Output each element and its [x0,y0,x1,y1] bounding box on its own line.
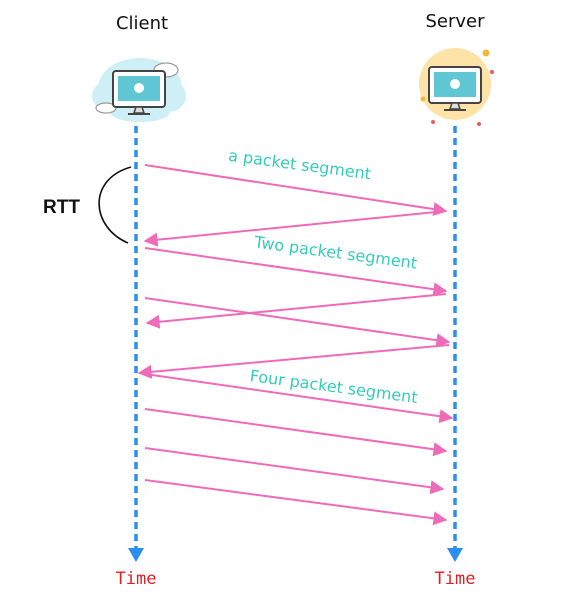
segment-4a-arrow [144,373,454,424]
server-time-label: Time [435,569,476,589]
client-computer-icon [92,58,186,122]
client-timeline-arrowhead [128,548,144,562]
monitor-icon [428,66,482,111]
segment-4c-arrow [144,447,445,495]
packet-arrows [137,164,454,526]
server-label: Server [425,11,485,32]
segment-2b-arrow [144,297,451,348]
monitor-icon [112,70,166,115]
client-label: Client [116,13,168,34]
ack-2b-arrow [137,344,450,379]
server-timeline-arrowhead [447,548,463,562]
segment-1-arrow [144,164,448,217]
segment-4d-arrow [144,479,448,526]
client-time-label: Time [116,569,157,589]
segment-2a-arrow [144,247,448,297]
rtt-brace [98,166,132,244]
server-computer-icon [419,48,494,126]
ack-1-arrow [143,210,447,247]
segment-4b-arrow [144,408,448,457]
rtt-label: RTT [43,197,80,218]
segment-label-1: a packet segment [227,146,372,184]
ack-2a-arrow [145,293,447,329]
